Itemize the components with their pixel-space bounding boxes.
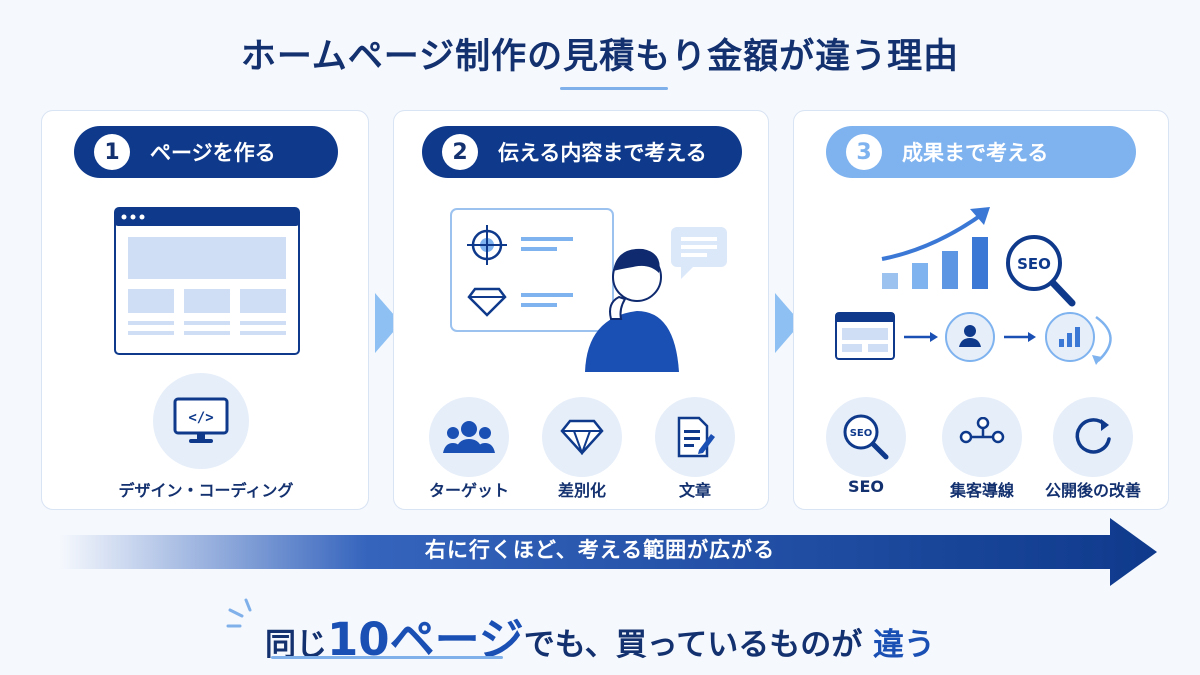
- step-heading: ページを作る: [150, 141, 276, 165]
- step-heading: 伝える内容まで考える: [498, 141, 707, 165]
- step-heading: 成果まで考える: [902, 141, 1049, 165]
- item-label: SEO: [847, 477, 885, 496]
- bottom-part2: でも、買っているものが: [523, 627, 863, 663]
- emphasis-lines-icon: [226, 598, 252, 628]
- item-label: 差別化: [557, 481, 606, 500]
- item-label: 文章: [678, 481, 711, 500]
- refresh-icon: [1053, 397, 1133, 477]
- scope-arrow-label: 右に行くほど、考える範囲が広がる: [424, 538, 776, 562]
- strategy-person-illustration: [450, 208, 727, 372]
- seo-magnifier-icon: SEO: [826, 397, 906, 477]
- svg-text:</>: </>: [188, 410, 213, 426]
- growth-flow-illustration: SEO: [835, 207, 1112, 365]
- people-icon: [429, 397, 509, 477]
- panel-results: 3 成果まで考える SEO SEO SEO: [793, 110, 1169, 510]
- page-title: ホームページ制作の見積もり金額が違う理由: [240, 37, 960, 77]
- bottom-highlight: 違う: [873, 627, 936, 663]
- website-wireframe-icon: [114, 207, 300, 355]
- step-badge-3: 3 成果まで考える: [826, 126, 1136, 178]
- item-label: 公開後の改善: [1044, 481, 1141, 500]
- diamond-icon: [542, 397, 622, 477]
- panel-page-creation: 1 ページを作る </> デザイン・コーディング: [41, 110, 369, 510]
- item-label: ターゲット: [428, 481, 509, 500]
- svg-text:SEO: SEO: [850, 428, 873, 439]
- item-label: デザイン・コーディング: [118, 481, 294, 500]
- bottom-underline: [271, 656, 503, 659]
- bottom-message: 同じ10ページでも、買っているものが 違う: [0, 603, 1200, 668]
- step-number: 1: [94, 134, 130, 170]
- title-underline: [560, 87, 668, 90]
- step-number: 3: [846, 134, 882, 170]
- panel-content-planning: 2 伝える内容まで考える ターゲット 差別化: [393, 110, 769, 510]
- step-badge-1: 1 ページを作る: [74, 126, 338, 178]
- document-pen-icon: [655, 397, 735, 477]
- scope-progress-arrow: [60, 518, 1157, 586]
- step-badge-2: 2 伝える内容まで考える: [422, 126, 742, 178]
- step-number: 2: [442, 134, 478, 170]
- item-label: 集客導線: [949, 481, 1014, 500]
- flow-nodes-icon: [942, 397, 1022, 477]
- seo-badge-text: SEO: [1017, 255, 1051, 273]
- code-monitor-icon: </>: [153, 373, 249, 469]
